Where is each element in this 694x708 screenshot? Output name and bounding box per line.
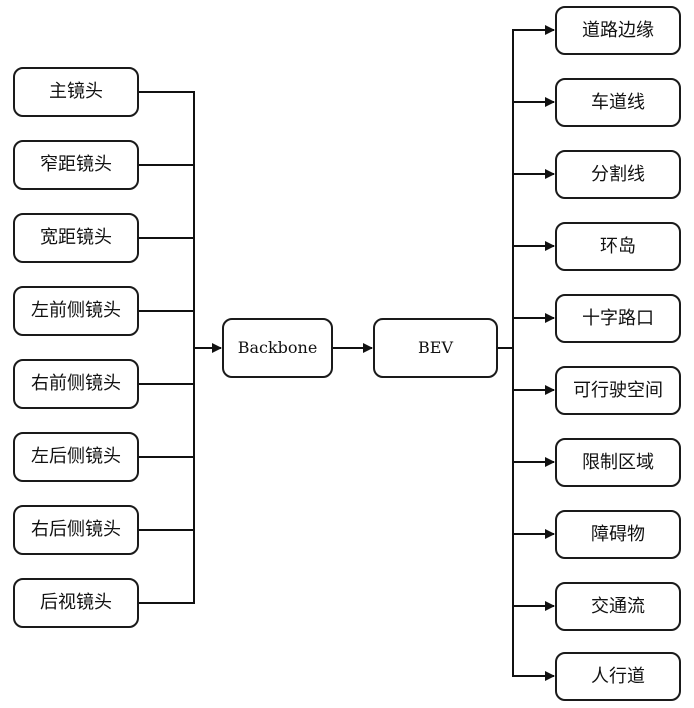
- output-node-drivable-space: 可行驶空间: [555, 366, 681, 415]
- output-node-restricted-area: 限制区域: [555, 438, 681, 487]
- backbone-node: Backbone: [222, 318, 333, 378]
- input-node-main-camera: 主镜头: [13, 67, 139, 117]
- output-node-road-edge: 道路边缘: [555, 6, 681, 55]
- input-node-right-rear-camera: 右后侧镜头: [13, 505, 139, 555]
- input-node-right-front-camera: 右前侧镜头: [13, 359, 139, 409]
- output-node-intersection: 十字路口: [555, 294, 681, 343]
- input-node-left-rear-camera: 左后侧镜头: [13, 432, 139, 482]
- input-node-wide-camera: 宽距镜头: [13, 213, 139, 263]
- input-node-left-front-camera: 左前侧镜头: [13, 286, 139, 336]
- input-node-narrow-camera: 窄距镜头: [13, 140, 139, 190]
- output-node-traffic-flow: 交通流: [555, 582, 681, 631]
- input-node-rear-camera: 后视镜头: [13, 578, 139, 628]
- output-node-divider-line: 分割线: [555, 150, 681, 199]
- output-node-roundabout: 环岛: [555, 222, 681, 271]
- output-node-crosswalk: 人行道: [555, 652, 681, 701]
- output-node-lane-line: 车道线: [555, 78, 681, 127]
- bev-node: BEV: [373, 318, 498, 378]
- output-node-obstacle: 障碍物: [555, 510, 681, 559]
